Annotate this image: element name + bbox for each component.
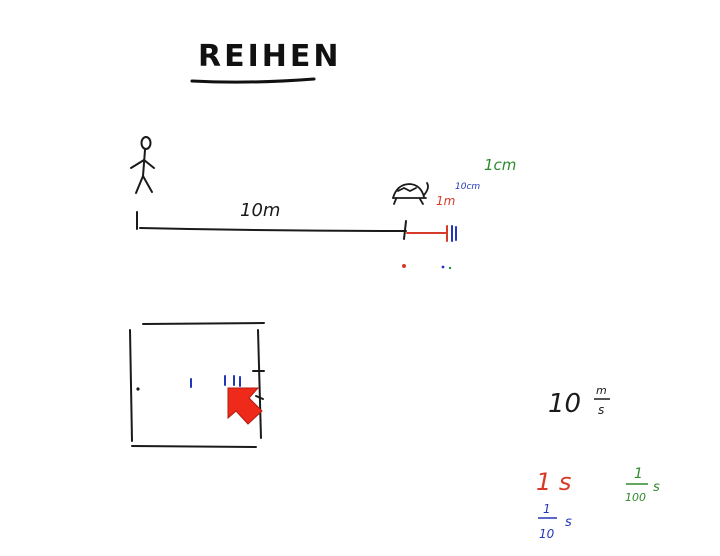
time-1s: 1 s <box>536 468 571 496</box>
segment-10cm <box>451 225 457 242</box>
speed-group: 10 m s <box>548 384 610 419</box>
time-tenth-numerator: 1 <box>543 502 551 516</box>
time-hundredth-numerator: 1 <box>634 466 643 482</box>
distance-label-10m: 10m <box>240 200 280 221</box>
box-drawing <box>129 322 265 448</box>
turtle-icon <box>392 182 429 205</box>
red-dot <box>402 264 406 268</box>
label-1cm: 1cm <box>484 156 516 174</box>
label-1m: 1m <box>436 194 455 208</box>
label-10cm: 10cm <box>455 182 480 192</box>
time-tenth-denominator: 10 <box>539 527 555 541</box>
speed-unit-top: m <box>596 384 607 397</box>
title-underline <box>190 77 316 84</box>
segment-1m <box>406 225 448 242</box>
page-title: REIHEN <box>198 39 341 74</box>
pointer-arrow-icon <box>227 387 263 425</box>
green-dot <box>448 266 452 270</box>
time-hundredth-denominator: 100 <box>625 491 646 504</box>
end-tick <box>403 220 407 240</box>
distance-line <box>139 227 407 232</box>
time-tenth: 1 10 s <box>538 502 572 541</box>
box-dot <box>136 387 140 391</box>
distance-line-group <box>136 211 407 240</box>
stick-figure-icon <box>130 136 155 194</box>
speed-value: 10 <box>548 389 581 419</box>
speed-unit-bottom: s <box>598 403 604 417</box>
title-group: REIHEN <box>190 39 341 84</box>
time-hundredth-unit: s <box>653 480 660 495</box>
box-blue-ticks <box>190 375 241 388</box>
time-tenth-unit: s <box>565 515 572 530</box>
time-hundredth: 1 100 s <box>625 466 660 504</box>
blue-dot <box>441 265 445 269</box>
